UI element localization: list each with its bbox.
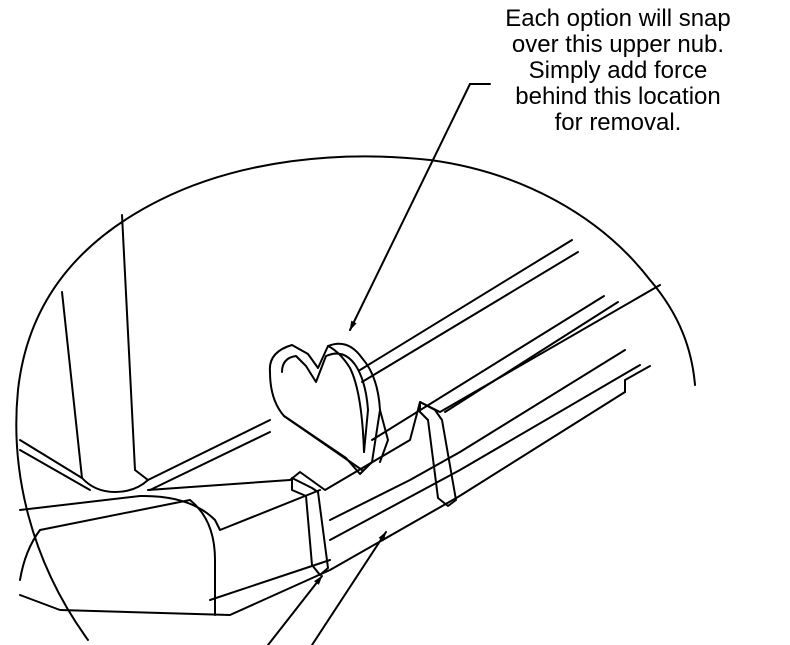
upper-nub-base-right — [379, 409, 389, 463]
main-rail-front-mid — [39, 499, 191, 531]
main-rail-front-bottom — [19, 391, 626, 616]
annotation-callout: Each option will snap over this upper nu… — [452, 6, 784, 136]
left-frame-corner-lower — [19, 439, 83, 479]
upper-rail-line-4 — [361, 251, 579, 383]
annotation-line-2: over this upper nub. — [511, 31, 725, 58]
main-rail-rounded-corner-inner — [19, 529, 41, 581]
main-rail-top-edge-2 — [289, 284, 661, 491]
annotation-line-1: Each option will snap — [505, 5, 731, 32]
upper-rail-line-1 — [147, 419, 271, 481]
annotation-line-4: behind this location — [515, 83, 721, 110]
annotation-line-5: for removal. — [554, 109, 682, 136]
main-rail-front-lower — [209, 559, 331, 601]
upper-nub-base-left — [283, 415, 363, 471]
upper-rail-line-5 — [371, 295, 605, 441]
upper-rail-line-2 — [149, 431, 271, 491]
main-rail-rounded-corner — [189, 499, 216, 616]
main-rail-end-vertical — [624, 365, 651, 393]
main-rail-front-top — [19, 489, 321, 531]
upper-rail-line-6 — [444, 301, 619, 413]
upper-nub-inner — [281, 352, 369, 453]
left-frame-edge-inner — [61, 291, 83, 479]
leader-line-top — [349, 83, 471, 331]
detail-circle-boundary — [15, 155, 696, 641]
upper-nub-outer — [268, 342, 381, 475]
annotation-line-3: Simply add force — [528, 57, 708, 84]
left-frame-corner-lower-2 — [19, 449, 91, 491]
leader-line-bottom-left — [267, 575, 323, 645]
upper-nub-face — [327, 345, 365, 453]
main-rail-mid-band — [329, 349, 626, 521]
main-rail-lower-band — [329, 364, 641, 541]
left-frame-edge-outer — [121, 214, 136, 471]
leader-line-bottom-right — [311, 531, 387, 645]
left-frame-corner — [81, 469, 149, 493]
main-rail-top-edge — [147, 479, 291, 491]
upper-rail-line-3 — [359, 239, 573, 371]
clip-right — [419, 401, 457, 507]
clip-left — [291, 477, 329, 576]
